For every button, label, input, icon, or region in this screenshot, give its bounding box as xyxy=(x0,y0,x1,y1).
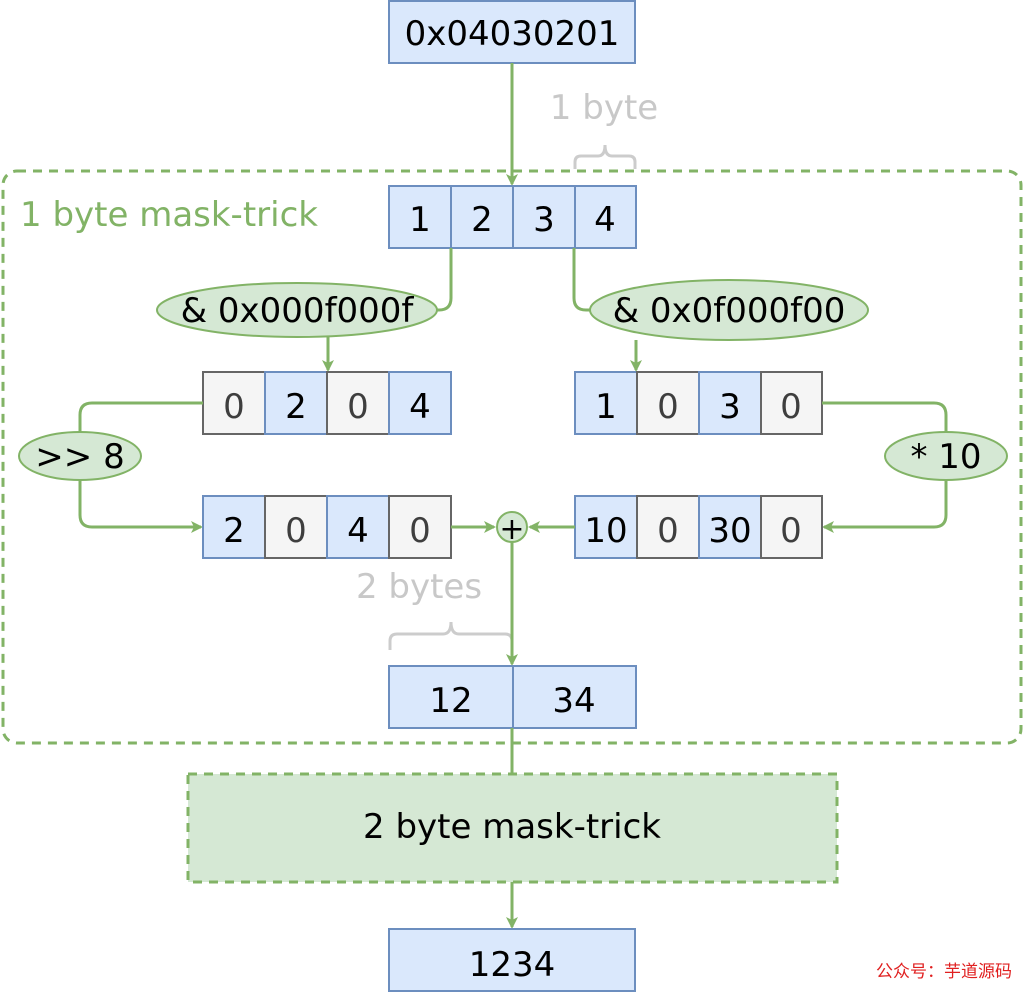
shifted-cell: 2 xyxy=(223,511,245,551)
right-masked-cell: 3 xyxy=(719,387,741,427)
left-masked-cell: 0 xyxy=(347,387,369,427)
right-mask-label: & 0x0f000f00 xyxy=(613,291,846,331)
byte-cell: 3 xyxy=(533,200,555,240)
right-masked-cell: 0 xyxy=(657,387,679,427)
connector-right-mask xyxy=(572,248,590,312)
multiplied-cell: 10 xyxy=(584,511,627,551)
flow-arrow-multiply-out xyxy=(822,480,948,533)
multiply-op-label: * 10 xyxy=(910,437,981,477)
stage2-box xyxy=(186,772,839,884)
shifted-cell: 0 xyxy=(285,511,307,551)
two-bytes-brace xyxy=(388,621,514,650)
one-byte-label: 1 byte xyxy=(550,88,658,128)
output-value: 1234 xyxy=(469,945,556,985)
connector-multiply-in xyxy=(822,401,948,432)
shifted-cell: 0 xyxy=(409,511,431,551)
multiplied-cell: 30 xyxy=(708,511,751,551)
multiplied-cell: 0 xyxy=(780,511,802,551)
pair-row: 12 34 xyxy=(388,665,637,729)
byte-cells-row: 1 2 3 4 xyxy=(388,185,637,249)
shifted-row: 2 0 4 0 xyxy=(202,495,452,559)
shift-op-label: >> 8 xyxy=(35,437,124,477)
adder-symbol: + xyxy=(499,512,524,547)
input-box xyxy=(388,0,636,64)
flow-arrow-shift-out xyxy=(78,480,203,533)
byte-cell: 1 xyxy=(409,200,431,240)
connector-shift-in xyxy=(78,401,203,432)
watermark: 公众号：芋道源码 xyxy=(876,962,1012,982)
pair-cell: 12 xyxy=(429,681,472,721)
shifted-cell: 4 xyxy=(347,511,369,551)
byte-cell: 2 xyxy=(471,200,493,240)
stage2-label: 2 byte mask-trick xyxy=(363,807,661,847)
left-masked-cell: 0 xyxy=(223,387,245,427)
pair-cell: 34 xyxy=(552,681,595,721)
left-mask-ellipse xyxy=(156,282,438,338)
left-mask-label: & 0x000f000f xyxy=(181,291,415,331)
region-label: 1 byte mask-trick xyxy=(20,195,318,235)
right-mask-ellipse xyxy=(589,279,869,341)
multiplied-cell: 0 xyxy=(657,511,679,551)
input-value: 0x04030201 xyxy=(405,14,620,54)
right-masked-row: 1 0 3 0 xyxy=(574,371,823,435)
multiplied-row: 10 0 30 0 xyxy=(574,495,823,559)
two-bytes-label: 2 bytes xyxy=(356,567,482,607)
one-byte-brace xyxy=(573,144,637,169)
connector-left-mask xyxy=(436,248,453,312)
left-masked-row: 0 2 0 4 xyxy=(202,371,452,435)
right-masked-cell: 0 xyxy=(780,387,802,427)
left-masked-cell: 2 xyxy=(285,387,307,427)
byte-cell: 4 xyxy=(594,200,616,240)
left-masked-cell: 4 xyxy=(409,387,431,427)
right-masked-cell: 1 xyxy=(595,387,617,427)
output-box xyxy=(388,928,636,992)
